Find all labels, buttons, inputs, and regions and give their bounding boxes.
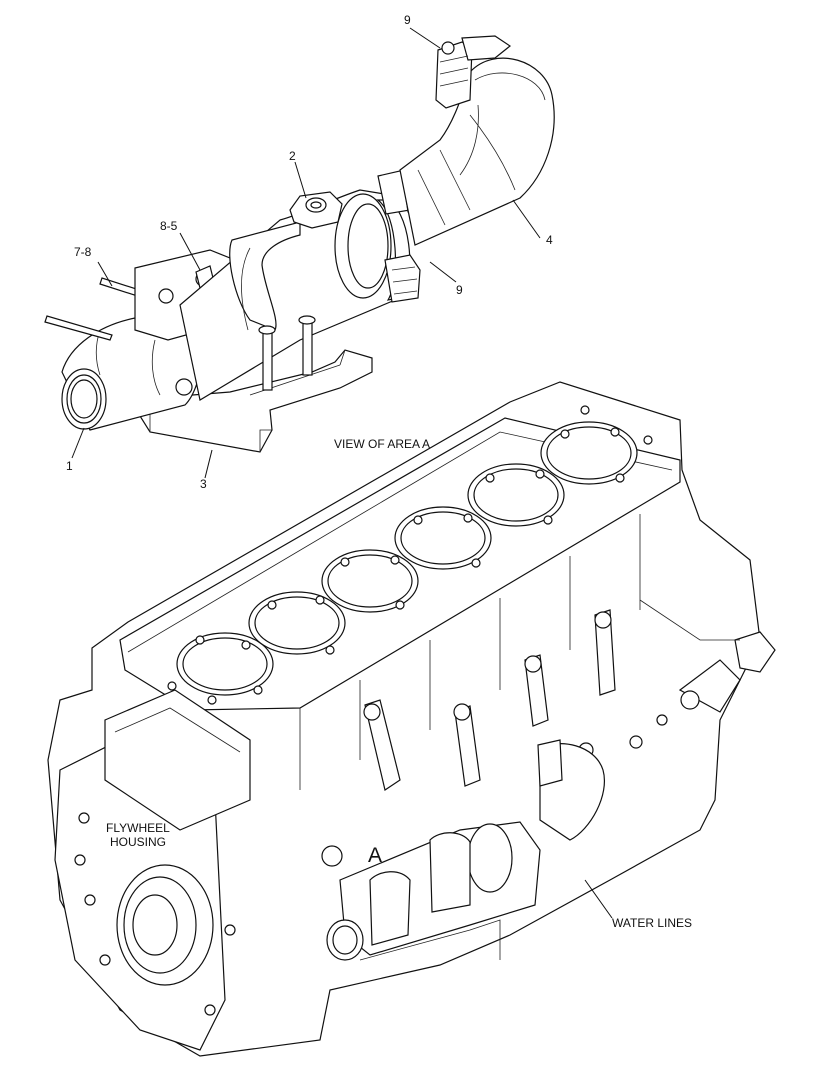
hose-clamp-top <box>435 35 512 109</box>
area-a-marker: A <box>368 844 382 867</box>
water-elbow <box>537 739 605 841</box>
front-components <box>639 599 776 713</box>
view-title: VIEW OF AREA A <box>334 437 430 451</box>
leader-lines <box>71 27 541 479</box>
water-lines-label: WATER LINES <box>612 916 692 930</box>
callout-1: 1 <box>66 459 73 473</box>
detail-view-assembly: 9 2 8-5 7-8 4 9 1 3 <box>44 13 555 491</box>
callout-8-5: 8-5 <box>160 219 178 233</box>
elbow-hose <box>399 57 555 246</box>
flywheel-label-line1: FLYWHEEL <box>106 821 170 835</box>
engine-block <box>47 381 776 1057</box>
callout-4: 4 <box>546 233 553 247</box>
head-bolt-holes <box>167 405 653 705</box>
callout-3: 3 <box>200 477 207 491</box>
callout-9-top: 9 <box>404 13 411 27</box>
callout-2: 2 <box>289 149 296 163</box>
callout-9-side: 9 <box>456 283 463 297</box>
flywheel-label-line2: HOUSING <box>110 835 166 849</box>
vent-fitting <box>289 191 343 229</box>
clamp-bolts <box>175 315 316 396</box>
cooler-on-block <box>321 821 541 961</box>
flywheel-housing <box>54 689 251 1051</box>
hose-clamp-lower <box>384 254 421 303</box>
callout-7-8: 7-8 <box>74 245 92 259</box>
water-lines-leader <box>584 879 613 919</box>
